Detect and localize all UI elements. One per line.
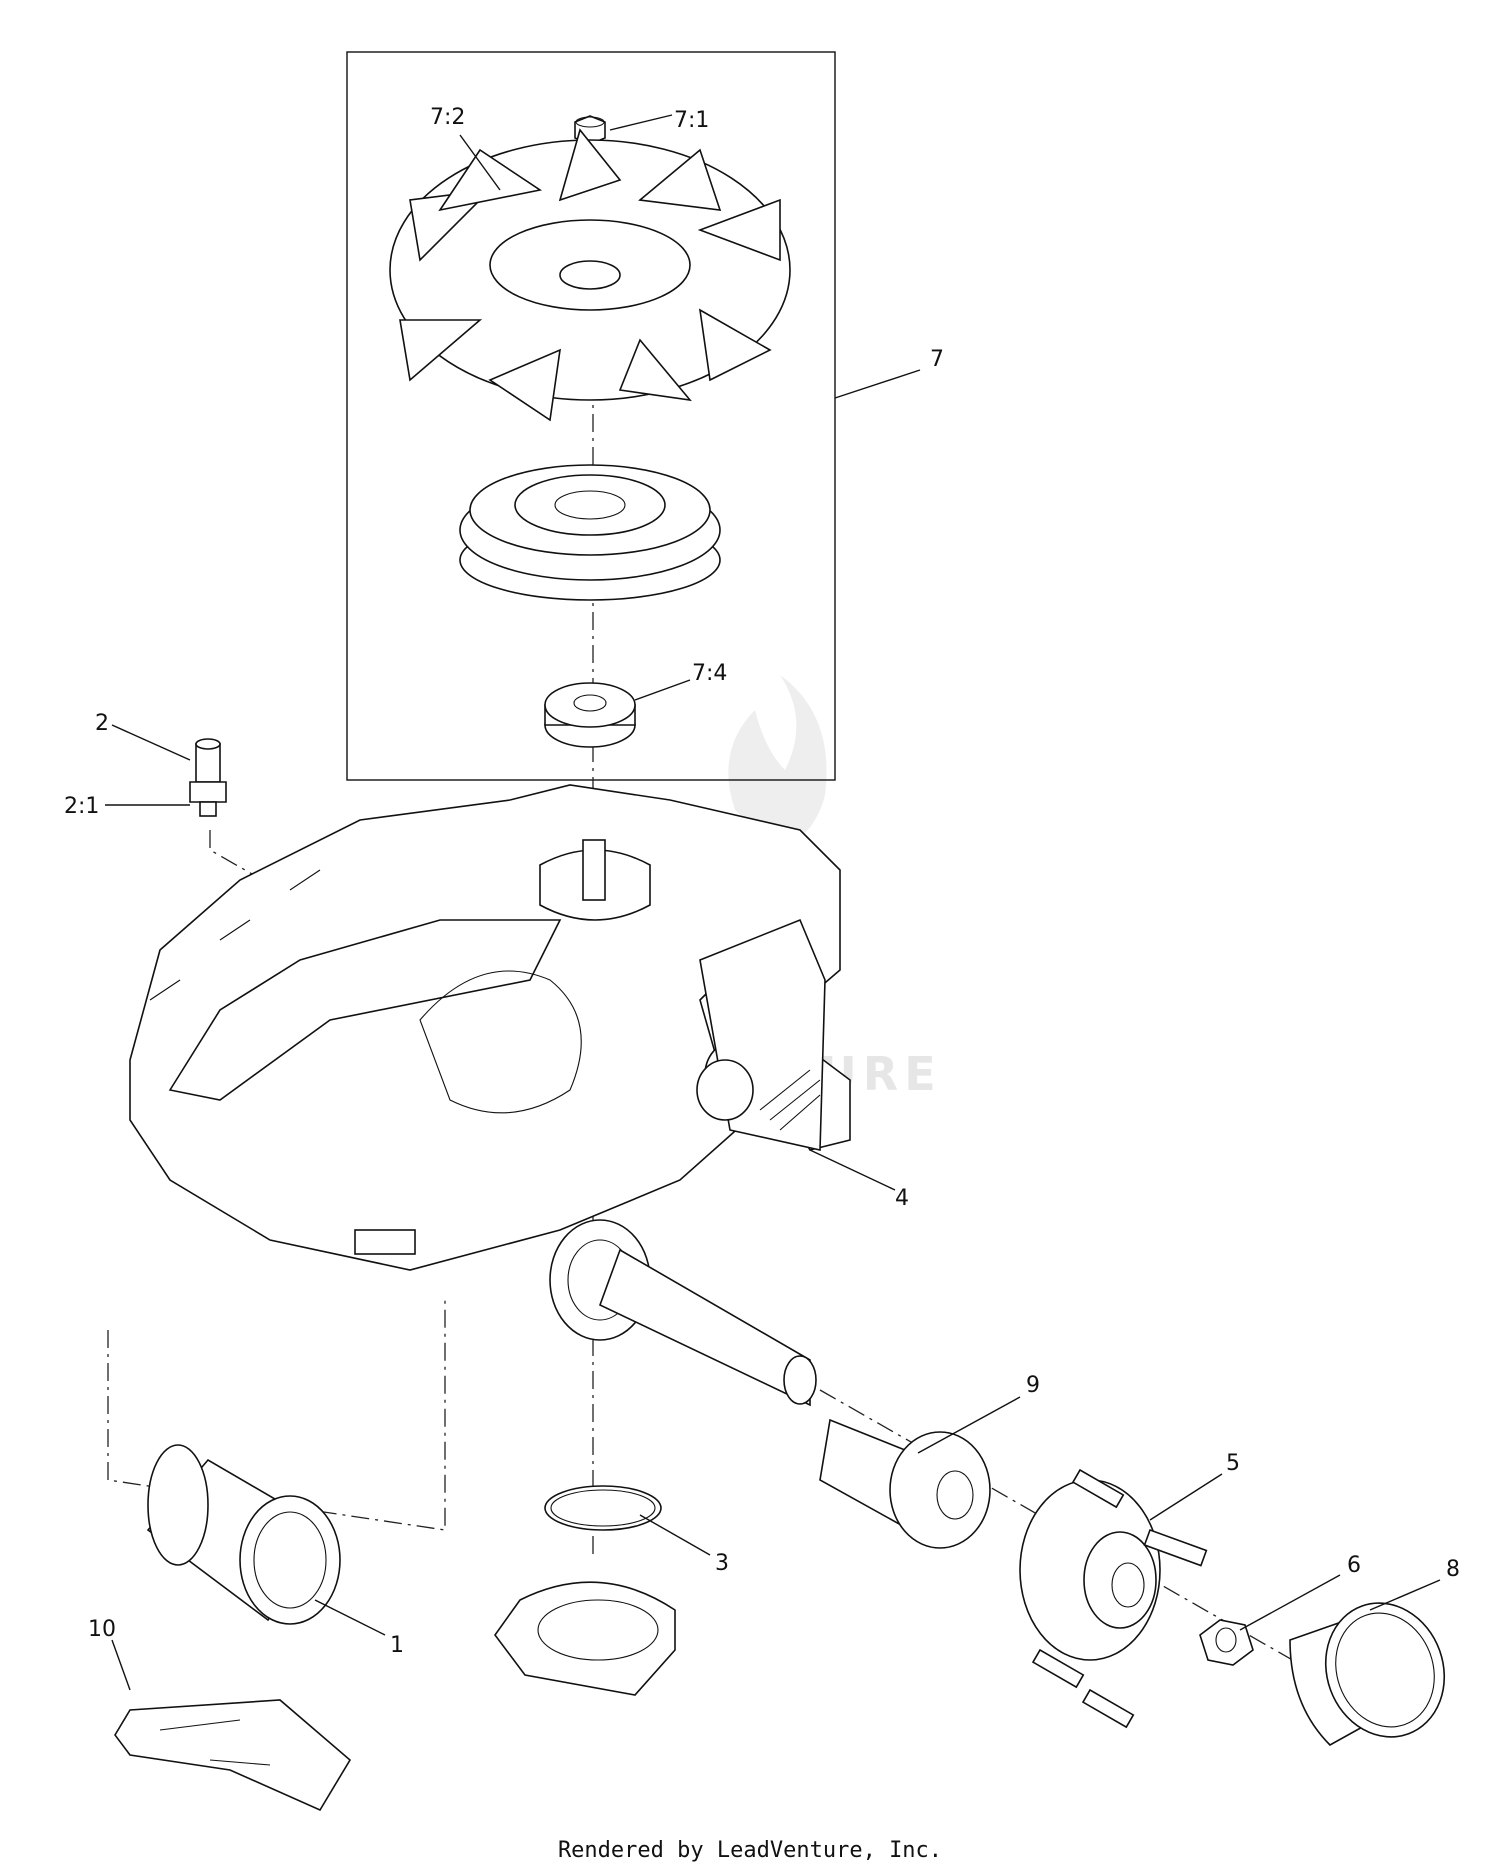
callout-7: 7 <box>930 347 944 372</box>
leader-8 <box>1369 1579 1441 1611</box>
callout-3: 3 <box>715 1551 729 1576</box>
leader-7 <box>834 369 921 399</box>
footer-credit: Rendered by LeadVenture, Inc. <box>557 1838 943 1863</box>
callout-2-1: 2:1 <box>64 794 99 819</box>
kit-7-box <box>346 51 836 781</box>
leader-7-4 <box>634 679 691 701</box>
leader-9 <box>917 1396 1021 1454</box>
callout-7-2: 7:2 <box>430 105 465 130</box>
leader-4 <box>809 1149 896 1191</box>
callout-10: 10 <box>88 1617 116 1642</box>
leader-7-2 <box>459 134 501 191</box>
lug-nut-6 <box>1199 1619 1254 1666</box>
leader-5 <box>1149 1473 1223 1521</box>
leader-3 <box>639 1514 711 1556</box>
bracket-4 <box>696 918 826 1151</box>
callout-7-4: 7:4 <box>692 661 727 686</box>
callout-1: 1 <box>390 1633 404 1658</box>
leader-2 <box>111 724 191 761</box>
callout-7-1: 7:1 <box>674 108 709 133</box>
hub-7-4 <box>544 682 636 748</box>
pulley <box>459 464 721 601</box>
filter-dash-bracket <box>107 1300 446 1531</box>
callout-4: 4 <box>895 1186 909 1211</box>
callout-8: 8 <box>1446 1557 1460 1582</box>
leader-1 <box>314 1599 386 1636</box>
spacer-9 <box>819 1418 991 1549</box>
leader-10 <box>111 1639 131 1691</box>
oil-filter-1 <box>146 1444 341 1625</box>
callout-6: 6 <box>1347 1553 1361 1578</box>
filter-cover <box>494 1581 676 1696</box>
cap-8 <box>1289 1602 1446 1746</box>
leader-7-1 <box>609 114 673 131</box>
leader-6 <box>1239 1574 1341 1631</box>
fan-7-2 <box>389 128 791 422</box>
callout-9: 9 <box>1026 1373 1040 1398</box>
callout-2: 2 <box>95 711 109 736</box>
bracket-10 <box>114 1699 352 1812</box>
axle-shaft <box>549 1219 817 1407</box>
sensor-2 <box>189 738 227 817</box>
callout-5: 5 <box>1226 1451 1240 1476</box>
wheel-hub-5 <box>1019 1468 1208 1729</box>
o-ring-3 <box>544 1485 662 1531</box>
